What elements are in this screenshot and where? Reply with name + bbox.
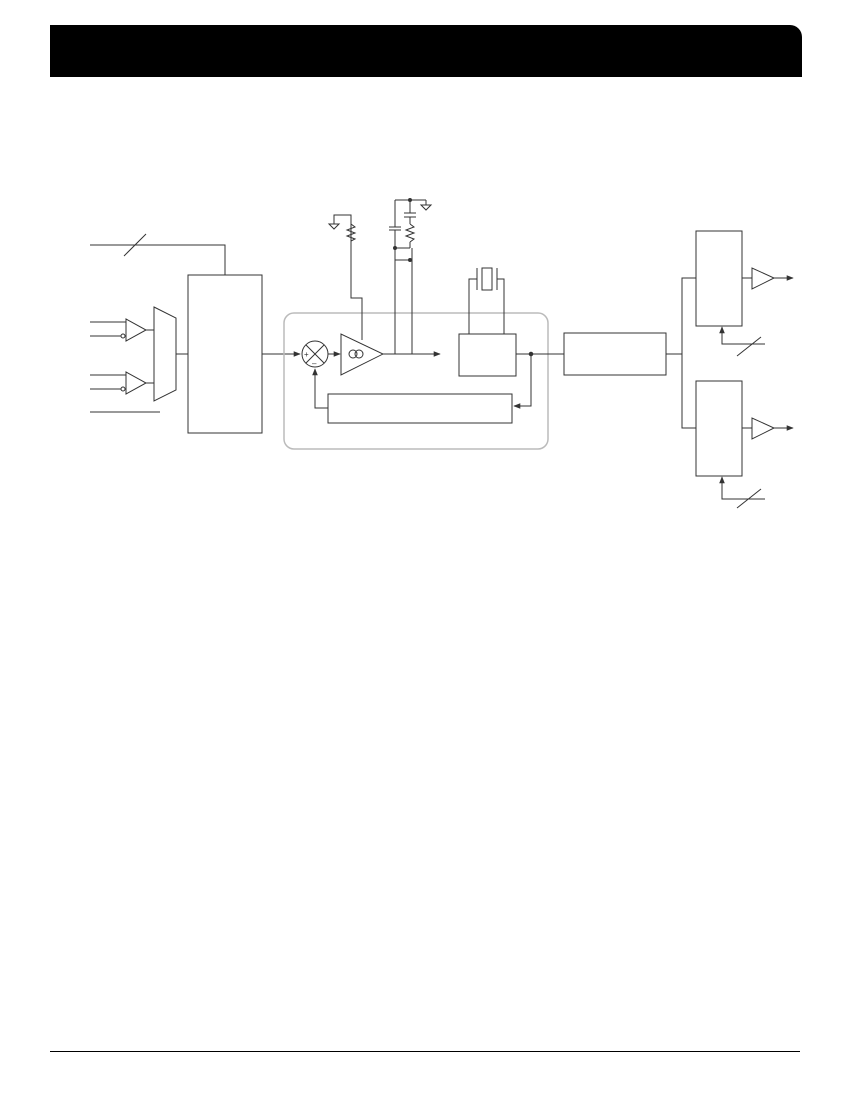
feedback-divider bbox=[327, 393, 513, 424]
header-bar bbox=[50, 25, 802, 77]
footer-rule bbox=[50, 1051, 800, 1052]
input-buffer-1 bbox=[90, 318, 154, 342]
bias-resistor bbox=[327, 214, 363, 340]
input-divider-block bbox=[187, 274, 263, 434]
output-divider-2 bbox=[695, 380, 743, 477]
summer-minus-sign: – bbox=[312, 359, 317, 368]
input-buffer-2 bbox=[90, 371, 154, 395]
output-divider-1 bbox=[695, 230, 743, 327]
control-bus-input bbox=[90, 233, 226, 275]
loop-filter bbox=[389, 198, 433, 354]
output-block bbox=[563, 332, 667, 376]
output-buffer-1 bbox=[751, 267, 776, 290]
input-mux bbox=[153, 306, 177, 402]
pll-boundary bbox=[283, 312, 549, 450]
crystal bbox=[468, 267, 505, 334]
charge-pump bbox=[340, 333, 385, 376]
summer-plus-sign: + bbox=[304, 350, 309, 359]
vco-block bbox=[458, 333, 517, 377]
output-buffer-2 bbox=[751, 417, 776, 440]
phase-detector bbox=[301, 340, 329, 368]
